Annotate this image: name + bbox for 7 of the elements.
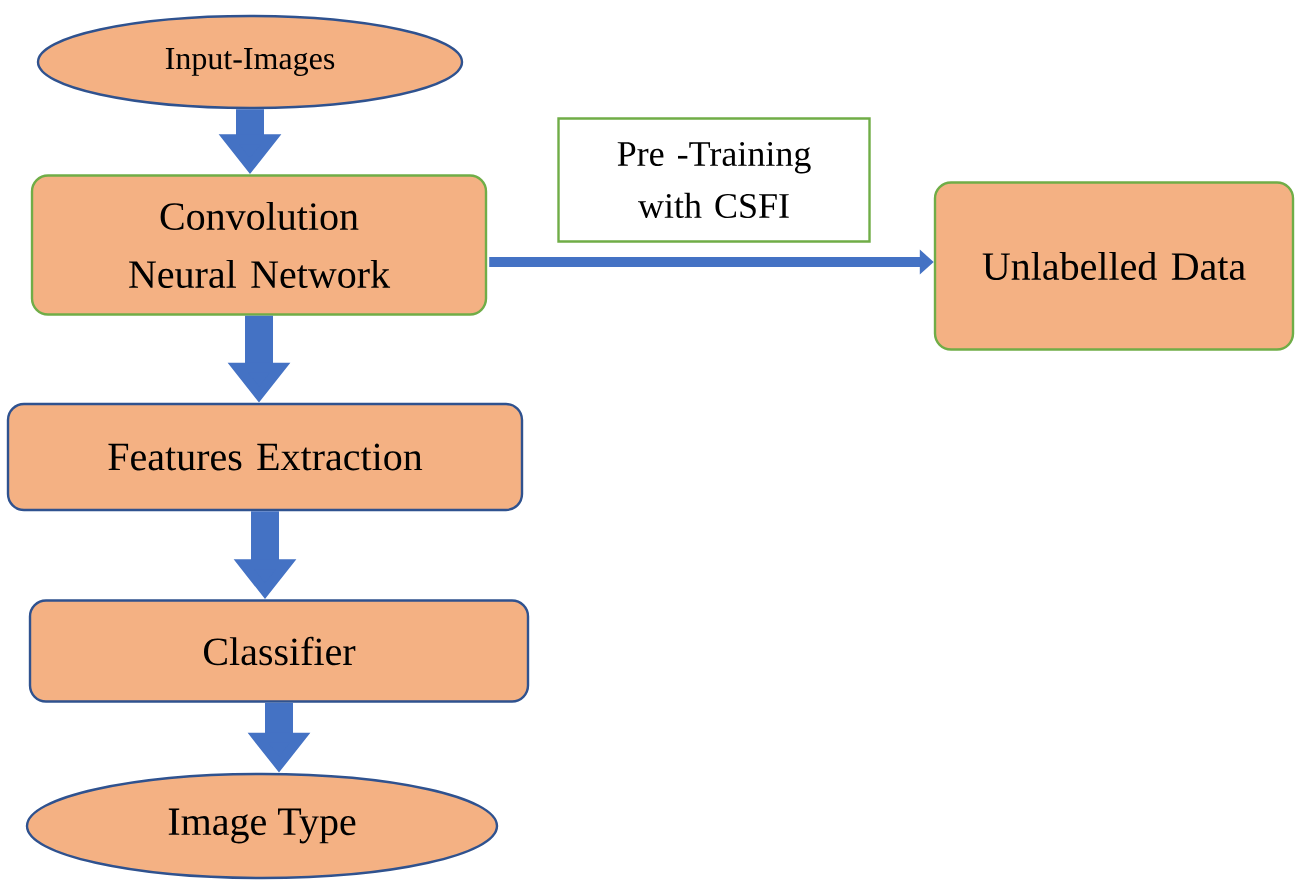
ellipse-node: Input-Images (36, 14, 464, 110)
label-box: Pre -Training with CSFI (557, 117, 871, 243)
ellipse-node: Image Type (25, 772, 499, 880)
process-box: Convolution Neural Network (30, 174, 488, 316)
process-box: Features Extraction (6, 402, 524, 512)
process-box: Unlabelled Data (933, 181, 1295, 351)
process-box: Classifier (28, 599, 530, 703)
